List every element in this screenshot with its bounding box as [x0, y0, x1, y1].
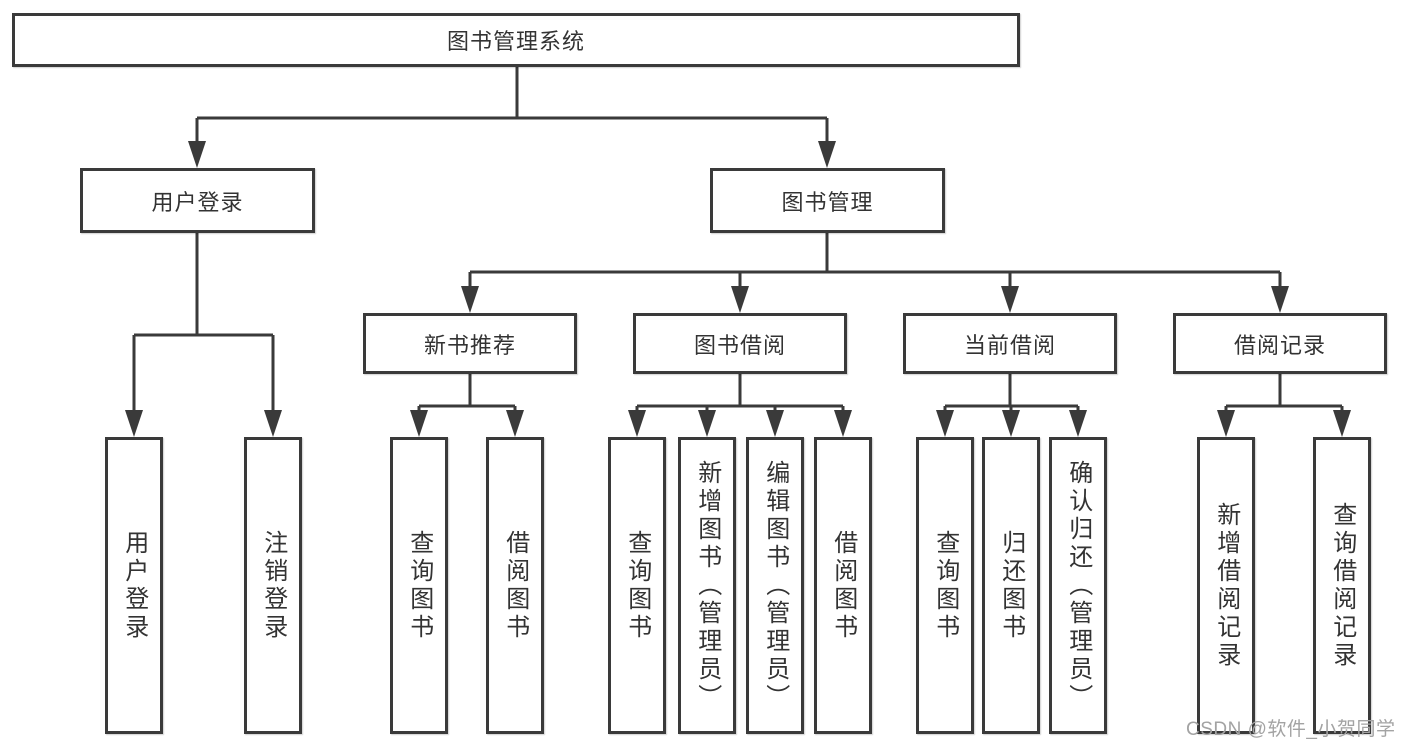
arrow-icon — [1217, 410, 1235, 437]
connector-newbook-to-leaves — [417, 374, 517, 414]
arrow-icon — [410, 410, 428, 437]
leaf-query-books-borrowing: 查询图书 — [608, 437, 666, 734]
leaf-query-borrow-record: 查询借阅记录 — [1313, 437, 1371, 734]
arrow-icon — [698, 410, 716, 437]
arrow-icon — [1271, 286, 1289, 313]
arrow-icon — [264, 410, 282, 437]
arrow-icon — [818, 141, 836, 168]
leaf-user-login: 用户登录 — [105, 437, 163, 734]
leaf-edit-book-admin: 编辑图书（管理员） — [746, 437, 804, 734]
node-book-borrowing: 图书借阅 — [633, 313, 847, 374]
node-user-login: 用户登录 — [80, 168, 315, 233]
node-borrow-records: 借阅记录 — [1173, 313, 1387, 374]
csdn-watermark: CSDN @软件_小贺同学 — [1186, 719, 1396, 740]
node-book-management: 图书管理 — [710, 168, 945, 233]
arrow-icon — [506, 410, 524, 437]
connector-bookmgmt-to-level3 — [468, 233, 1282, 290]
node-new-book-recommend: 新书推荐 — [363, 313, 577, 374]
leaf-query-books-current: 查询图书 — [916, 437, 974, 734]
leaf-confirm-return-admin: 确认归还（管理员） — [1049, 437, 1107, 734]
leaf-return-books: 归还图书 — [982, 437, 1040, 734]
leaf-borrow-books-recommend: 借阅图书 — [486, 437, 544, 734]
arrow-icon — [188, 141, 206, 168]
node-current-borrowing: 当前借阅 — [903, 313, 1117, 374]
arrow-icon — [1002, 410, 1020, 437]
connector-borrowrecord-to-leaves — [1224, 374, 1344, 414]
arrow-icon — [1069, 410, 1087, 437]
connector-root-to-level2 — [195, 67, 829, 146]
arrow-icon — [125, 410, 143, 437]
leaf-add-book-admin: 新增图书（管理员） — [678, 437, 736, 734]
arrow-icon — [628, 410, 646, 437]
arrow-icon — [766, 410, 784, 437]
leaf-logout: 注销登录 — [244, 437, 302, 734]
connector-currentborrow-to-leaves — [943, 374, 1080, 414]
leaf-borrow-books-borrowing: 借阅图书 — [814, 437, 872, 734]
leaf-add-borrow-record: 新增借阅记录 — [1197, 437, 1255, 734]
connector-bookborrow-to-leaves — [635, 374, 845, 414]
leaf-query-books-recommend: 查询图书 — [390, 437, 448, 734]
arrow-icon — [461, 286, 479, 313]
connector-userlogin-to-leaves — [132, 233, 275, 414]
arrow-icon — [936, 410, 954, 437]
arrow-icon — [1333, 410, 1351, 437]
arrow-icon — [1001, 286, 1019, 313]
arrow-icon — [731, 286, 749, 313]
node-root: 图书管理系统 — [12, 13, 1020, 67]
arrow-icon — [834, 410, 852, 437]
